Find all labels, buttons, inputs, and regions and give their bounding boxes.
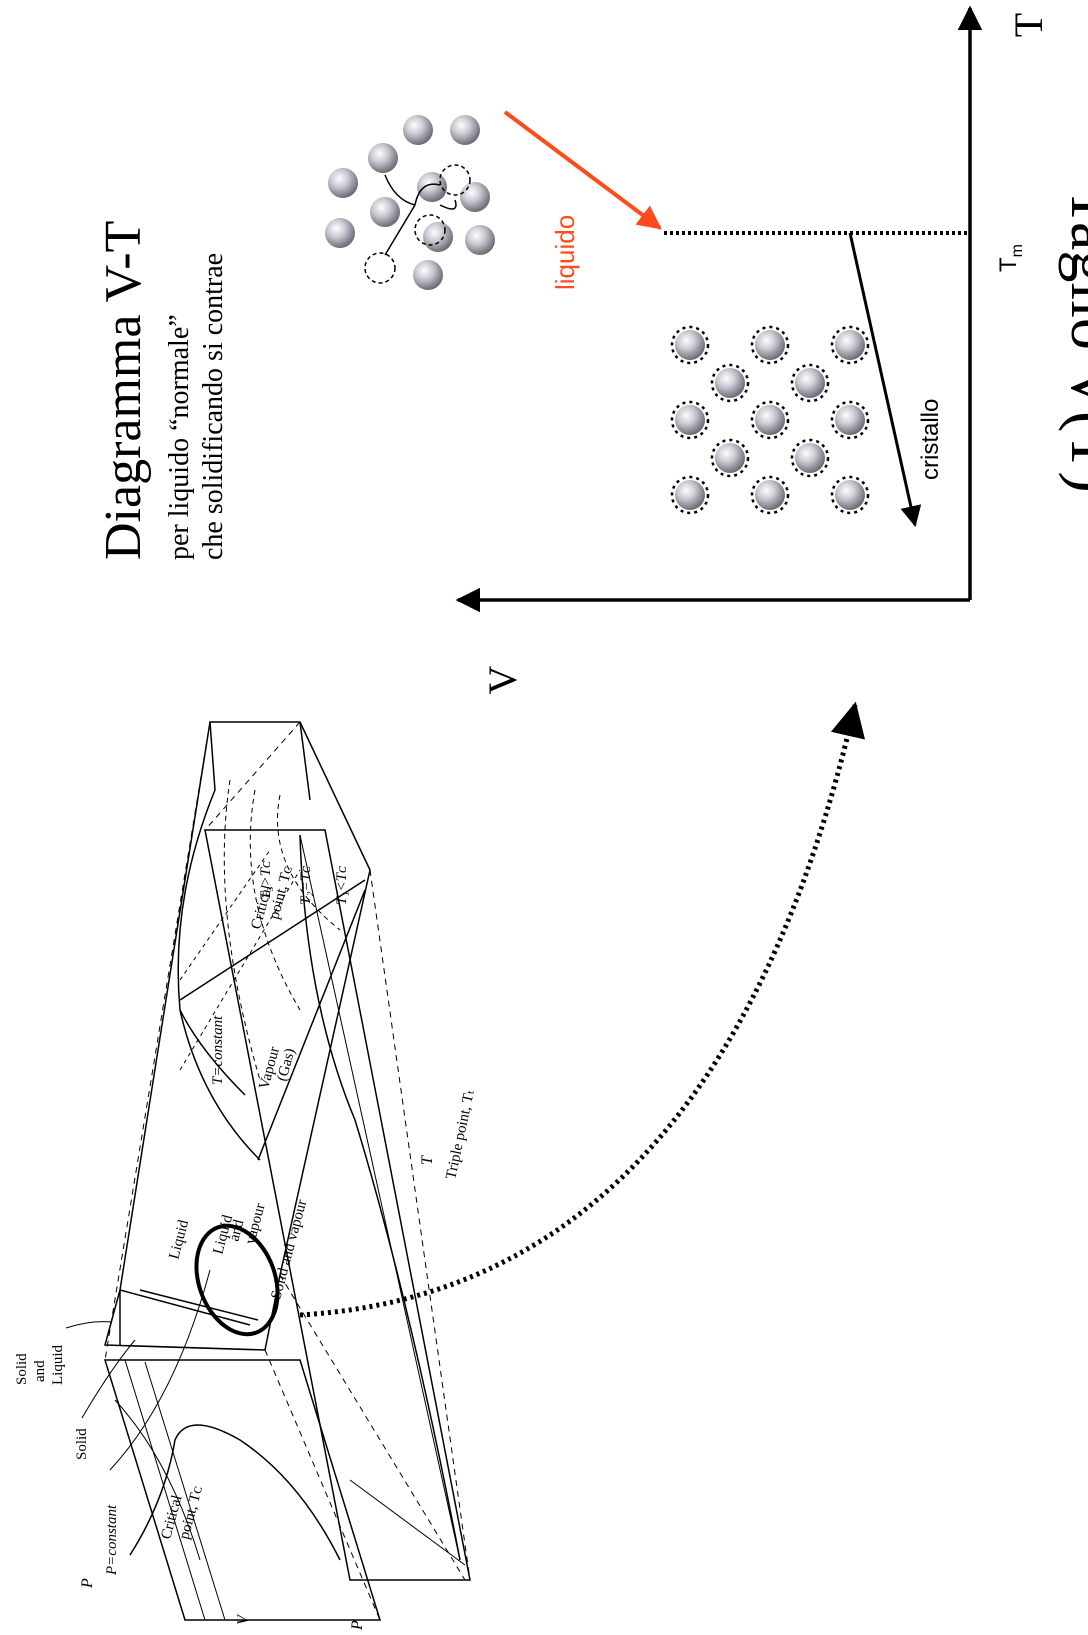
projection-lines: [104, 721, 471, 1621]
liquido-label: liquido: [550, 215, 580, 290]
t-axis-label: T: [1006, 13, 1051, 37]
t2-label: T₂=Tᴄ: [298, 866, 314, 905]
pt-axis-t: T: [419, 1155, 436, 1165]
subtitle-line-1: per liquido “normale”: [164, 314, 195, 560]
tm-label: Tm: [995, 244, 1026, 272]
t3-label: T₃>Tᴄ: [258, 861, 274, 900]
liquid-atoms: [325, 115, 495, 290]
t-constant-label: T=constant: [210, 1015, 226, 1085]
pvt-surface-figure: P V Critical point, Tᴄ: [14, 721, 478, 1631]
cristallo-label: cristallo: [917, 399, 944, 480]
p-constant-label: P=constant: [104, 1504, 120, 1576]
pv-projection: [103, 1359, 382, 1621]
slide-title: Taglio V(T): [1058, 187, 1088, 492]
triple-point-label: Triple point, Tₜ: [443, 1088, 478, 1180]
cristallo-line: [848, 232, 922, 528]
solid-leader: [81, 1339, 136, 1419]
pt-axis-p: P: [349, 1620, 366, 1631]
v-axis-label: V: [480, 665, 525, 694]
solid-and-liquid-3: Liquid: [50, 1345, 66, 1385]
vt-diagram: T V Tm cristallo liquido: [325, 5, 1051, 694]
liquido-arrow: [503, 110, 662, 230]
pv-axis-v: V: [235, 1613, 252, 1625]
solid-label: Solid: [74, 1428, 90, 1460]
highlight-circle: [194, 1223, 280, 1337]
crystal-atoms: [670, 325, 870, 515]
solid-and-liquid-2: and: [32, 1360, 48, 1382]
title-block: Taglio V(T) Diagramma V-T per liquido “n…: [95, 187, 1088, 560]
solid-vapour-label: Solid and vapour: [268, 1198, 310, 1301]
solid-and-liquid-leader: [65, 1321, 113, 1329]
pv-axis-p: P: [79, 1578, 96, 1589]
solid-and-liquid-1: Solid: [14, 1353, 30, 1385]
p-constant-leader: [109, 1269, 211, 1471]
liquid-vapour-label-2: and: [226, 1217, 247, 1243]
liquid-vapour-label-3: vapour: [242, 1202, 268, 1246]
diagram-heading: Diagramma V-T: [95, 221, 152, 560]
connector-dotted-arrow: [299, 701, 866, 1318]
pt-projection: [204, 829, 471, 1581]
subtitle-line-2: che solidificando si contrae: [198, 253, 229, 560]
pvt-3d-surface: [104, 721, 371, 1351]
liquid-label: Liquid: [166, 1218, 192, 1261]
t1-label: T₁<Tᴄ: [334, 866, 350, 905]
